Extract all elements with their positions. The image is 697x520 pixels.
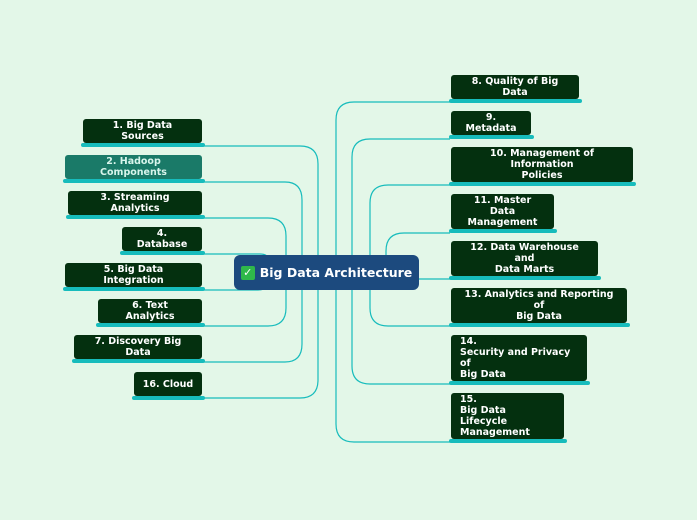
topic-underline xyxy=(63,287,205,291)
topic-underline xyxy=(449,135,534,139)
connector-right-11 xyxy=(385,232,450,272)
connector-right-9 xyxy=(351,138,450,272)
topic-underline xyxy=(96,323,205,327)
topic-underline xyxy=(449,276,601,280)
topic-label: 16. Cloud xyxy=(142,378,194,390)
topic-big-data-lifecycle-management[interactable]: 15. Big Data Lifecycle Management xyxy=(451,393,564,439)
topic-label: 8. Quality of Big Data xyxy=(471,76,559,98)
central-topic[interactable]: ✓ Big Data Architecture xyxy=(234,255,419,290)
connector-left-6 xyxy=(204,272,287,327)
topic-streaming-analytics[interactable]: 3. Streaming Analytics xyxy=(68,191,202,215)
topic-label: 5. Big Data Integration xyxy=(103,264,164,286)
connector-right-15 xyxy=(335,272,450,443)
connector-left-8 xyxy=(204,272,319,399)
topic-hadoop-components[interactable]: 2. Hadoop Components xyxy=(65,155,202,179)
topic-underline xyxy=(120,251,205,255)
topic-label: 3. Streaming Analytics xyxy=(100,192,170,214)
topic-underline xyxy=(449,229,557,233)
connector-left-3 xyxy=(204,217,287,270)
topic-label: 10. Management of Information Policies xyxy=(489,148,595,181)
topic-data-warehouse-and-data-marts[interactable]: 12. Data Warehouse and Data Marts xyxy=(451,241,598,276)
topic-underline xyxy=(63,179,205,183)
topic-metadata[interactable]: 9. Metadata xyxy=(451,111,531,135)
topic-underline xyxy=(449,439,567,443)
topic-label: 1. Big Data Sources xyxy=(112,120,173,142)
connector-left-2 xyxy=(204,181,303,270)
topic-discovery-big-data[interactable]: 7. Discovery Big Data xyxy=(74,335,202,359)
topic-label: 7. Discovery Big Data xyxy=(94,336,182,358)
topic-label: 6. Text Analytics xyxy=(125,300,175,322)
topic-big-data-sources[interactable]: 1. Big Data Sources xyxy=(83,119,202,143)
topic-underline xyxy=(81,143,205,147)
topic-underline xyxy=(132,396,205,400)
check-mark-icon: ✓ xyxy=(240,265,255,280)
topic-underline xyxy=(449,323,630,327)
connector-left-7 xyxy=(204,272,303,363)
topic-security-and-privacy-of-big-data[interactable]: 14. Security and Privacy of Big Data xyxy=(451,335,587,381)
topic-label: 4. Database xyxy=(136,228,188,250)
topic-label: 12. Data Warehouse and Data Marts xyxy=(470,242,579,275)
topic-cloud[interactable]: 16. Cloud xyxy=(134,372,202,396)
topic-label: 13. Analytics and Reporting of Big Data xyxy=(464,289,614,322)
topic-label: 11. Master Data Management xyxy=(467,195,538,228)
connector-right-14 xyxy=(351,272,450,385)
topic-underline xyxy=(449,381,590,385)
topic-big-data-integration[interactable]: 5. Big Data Integration xyxy=(65,263,202,287)
connector-right-13 xyxy=(369,272,450,327)
topic-text-analytics[interactable]: 6. Text Analytics xyxy=(98,299,202,323)
central-topic-label: Big Data Architecture xyxy=(259,265,413,280)
topic-label: 14. Security and Privacy of Big Data xyxy=(460,336,571,380)
topic-management-of-information-policies[interactable]: 10. Management of Information Policies xyxy=(451,147,633,182)
topic-master-data-management[interactable]: 11. Master Data Management xyxy=(451,194,554,229)
topic-label: 2. Hadoop Components xyxy=(100,156,167,178)
topic-underline xyxy=(449,182,636,186)
topic-quality-of-big-data[interactable]: 8. Quality of Big Data xyxy=(451,75,579,99)
connector-right-10 xyxy=(369,184,450,272)
connector-left-1 xyxy=(204,145,320,271)
topic-database[interactable]: 4. Database xyxy=(122,227,202,251)
topic-underline xyxy=(449,99,582,103)
topic-analytics-and-reporting-of-big-data[interactable]: 13. Analytics and Reporting of Big Data xyxy=(451,288,627,323)
connector-right-8 xyxy=(335,101,450,272)
topic-underline xyxy=(66,215,205,219)
topic-label: 9. Metadata xyxy=(465,112,517,134)
topic-label: 15. Big Data Lifecycle Management xyxy=(460,394,530,438)
topic-underline xyxy=(72,359,205,363)
